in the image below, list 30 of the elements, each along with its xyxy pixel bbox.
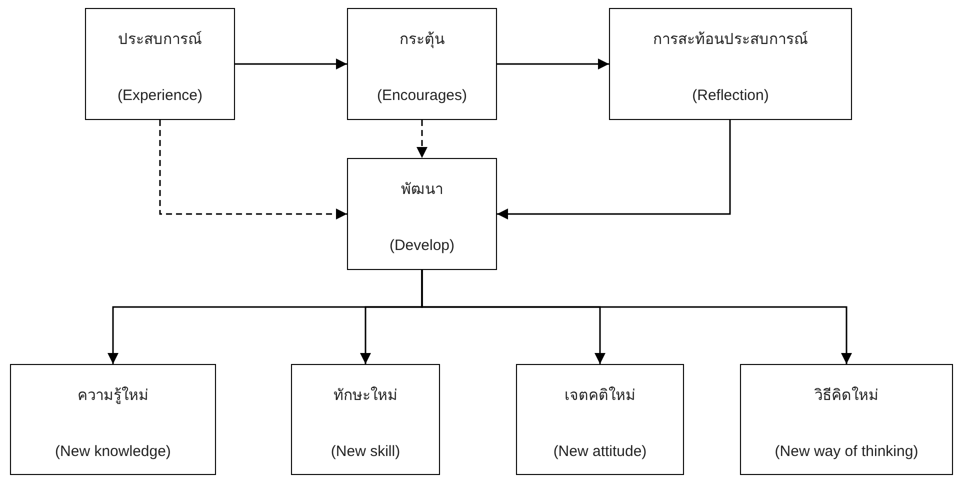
process-box: [516, 364, 684, 475]
english-label: (Develop): [389, 237, 455, 254]
process-box: [85, 8, 235, 120]
arrow: [416, 120, 428, 158]
thai-label: วิธีคิดใหม่: [814, 386, 878, 406]
english-label: (New attitude): [553, 443, 647, 460]
english-label: (Encourages): [376, 87, 468, 104]
english-label: (New skill): [330, 443, 400, 460]
thai-label: ความรู้ใหม่: [78, 386, 148, 406]
english-label: (New way of thinking): [774, 443, 918, 460]
process-box: [347, 8, 497, 120]
arrow: [235, 58, 347, 70]
thai-label: เจตคติใหม่: [564, 386, 636, 406]
arrow: [159, 120, 347, 220]
english-label: (Experience): [117, 87, 203, 104]
thai-label: ทักษะใหม่: [334, 386, 398, 406]
arrow: [497, 58, 609, 70]
arrow: [421, 270, 852, 364]
process-box: [291, 364, 440, 475]
thai-label: กระตุ้น: [400, 30, 444, 50]
process-box: [10, 364, 216, 475]
thai-label: การสะท้อนประสบการณ์: [653, 30, 808, 50]
english-label: (New knowledge): [55, 443, 171, 460]
arrow: [497, 120, 731, 220]
english-label: (Reflection): [692, 87, 769, 104]
thai-label: ประสบการณ์: [118, 30, 202, 50]
process-box: [740, 364, 953, 475]
process-box: [609, 8, 852, 120]
process-box: [347, 158, 497, 270]
thai-label: พัฒนา: [401, 180, 443, 200]
